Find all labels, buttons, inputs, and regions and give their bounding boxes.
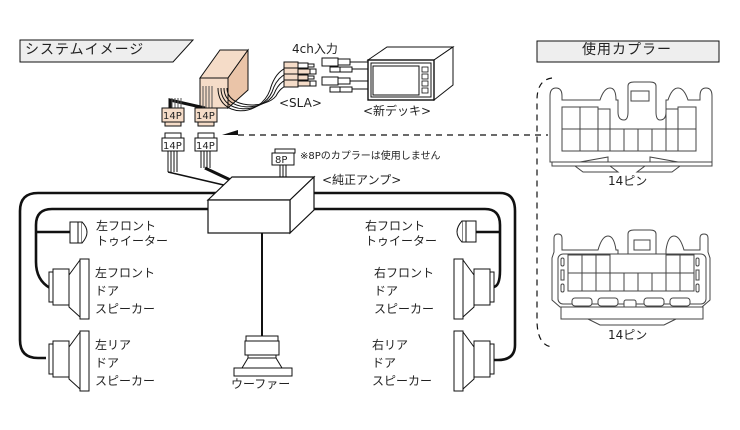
- genuine-amp: [206, 175, 316, 235]
- speaker-wiring: [18, 191, 517, 362]
- coupler-14pin-top: [549, 81, 713, 173]
- amp-8p-connector: [271, 148, 296, 183]
- used-coupler-header: [536, 40, 720, 63]
- car-left-14p-label: 14P: [163, 141, 182, 152]
- note-8p-unused: ※8Pのカプラーは使用しません: [300, 151, 441, 162]
- right-tweeter: [456, 220, 477, 243]
- system-image-title: システムイメージ: [25, 42, 145, 58]
- new-deck: [366, 46, 455, 102]
- coupler-14pin-bottom: [551, 229, 711, 326]
- input-4ch-label: 4ch入力: [292, 42, 338, 56]
- left-front-door-label: 左フロント ドア スピーカー: [95, 266, 156, 316]
- woofer-label: ウーファー: [231, 377, 291, 391]
- sla-14p-connectors: [161, 107, 218, 127]
- left-tweeter-label: 左フロント トゥイーター: [96, 219, 169, 248]
- deck-rca-plugs: [321, 57, 368, 93]
- right-rear-door-speaker: [453, 330, 495, 392]
- left-rear-door-speaker: [48, 330, 90, 392]
- sla-right-14p-label: 14P: [196, 111, 215, 122]
- right-front-door-label: 右フロント ドア スピーカー: [374, 266, 435, 316]
- left-front-door-speaker: [48, 258, 90, 320]
- left-rear-door-label: 左リア ドア スピーカー: [95, 338, 156, 388]
- right-rear-door-label: 右リア ドア スピーカー: [372, 338, 433, 388]
- new-deck-label: <新デッキ>: [363, 104, 432, 118]
- amp-8p-label: 8P: [275, 155, 288, 166]
- woofer: [233, 335, 293, 377]
- used-coupler-title: 使用カプラー: [582, 42, 672, 58]
- car-right-14p-label: 14P: [196, 141, 215, 152]
- genuine-amp-label: <純正アンプ>: [322, 173, 402, 187]
- coupler-top-label: 14ピン: [608, 174, 648, 188]
- sla-label: <SLA>: [279, 96, 322, 110]
- coupler-bottom-label: 14ピン: [608, 328, 648, 342]
- left-tweeter: [69, 221, 88, 244]
- right-tweeter-label: 右フロント トゥイーター: [365, 219, 438, 248]
- right-front-door-speaker: [453, 258, 495, 320]
- coupler-pointer-arrow: [222, 130, 548, 136]
- sla-left-14p-label: 14P: [163, 111, 182, 122]
- system-image-header: [19, 39, 195, 63]
- sla-unit: [168, 48, 317, 112]
